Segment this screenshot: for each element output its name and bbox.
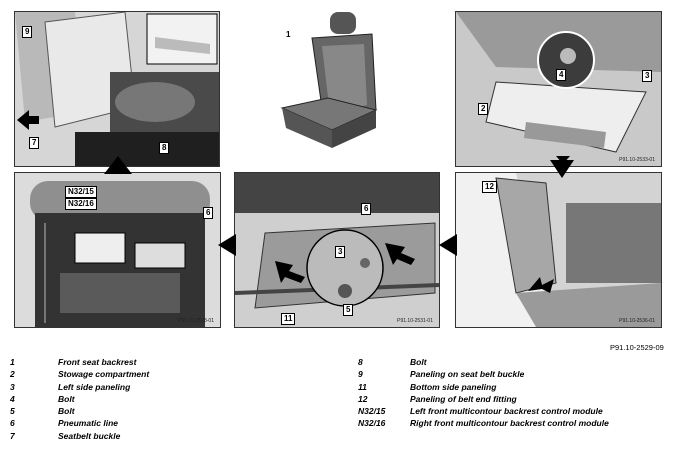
legend-text: Paneling on seat belt buckle	[410, 369, 525, 380]
belt-end-fitting-illustration	[456, 173, 661, 327]
legend-row: 4 Bolt	[10, 394, 149, 406]
photo-panel-seat: 1	[272, 10, 384, 162]
callout-8: 8	[159, 142, 170, 154]
callout-6: 6	[361, 203, 372, 215]
legend-row: 1 Front seat backrest	[10, 357, 149, 369]
legend-row: 5 Bolt	[10, 406, 149, 418]
front-seat-illustration	[280, 12, 378, 148]
photo-panel-side-paneling: 6 3 11 5 P91.10-2531-01	[234, 172, 440, 328]
figure-code: P91.10-2536-01	[619, 318, 655, 324]
seatbelt-buckle-illustration	[15, 12, 219, 166]
legend-text: Bolt	[58, 406, 75, 417]
callout-4: 4	[556, 69, 567, 81]
legend-text: Left side paneling	[58, 381, 131, 392]
arrow-left-icon	[218, 234, 236, 256]
callout-3: 3	[642, 70, 653, 82]
legend-row: N32/15 Left front multicontour backrest c…	[358, 406, 609, 418]
legend-key: 5	[10, 406, 15, 417]
callout-5: 5	[343, 304, 354, 316]
arrow-left-icon	[439, 234, 457, 256]
callout-n32-15: N32/15	[65, 186, 97, 198]
legend-key: 4	[10, 393, 15, 404]
backrest-control-modules-illustration	[15, 173, 220, 327]
callout-1: 1	[286, 30, 291, 39]
legend-text: Bolt	[58, 393, 75, 404]
callout-2: 2	[478, 103, 489, 115]
legend-text: Bolt	[410, 357, 427, 367]
legend-left: 1 Front seat backrest 2 Stowage compartmen…	[10, 357, 149, 443]
legend-key: 7	[10, 430, 15, 441]
callout-7: 7	[29, 137, 40, 149]
legend-text: Right front multicontour backrest contro…	[410, 418, 609, 429]
legend-key: 3	[10, 381, 15, 392]
legend-row: 11 Bottom side paneling	[358, 382, 609, 394]
figure-code: P91.10-2530-01	[177, 157, 213, 163]
legend-row: 3 Left side paneling	[10, 382, 149, 394]
legend-key: N32/15	[358, 406, 386, 417]
callout-3: 3	[335, 246, 346, 258]
callout-12: 12	[482, 181, 497, 193]
figure-code: P91.10-2533-01	[619, 157, 655, 163]
legend-row: N32/16 Right front multicontour backrest …	[358, 418, 609, 430]
legend-text: Seatbelt buckle	[58, 430, 121, 441]
callout-11: 11	[281, 313, 296, 325]
legend-key: 8	[358, 357, 363, 367]
legend-right: 8 Bolt 9 Paneling on seat belt buckle 11 Bo…	[358, 357, 609, 431]
callout-6: 6	[203, 207, 214, 219]
legend-row: 6 Pneumatic line	[10, 418, 149, 430]
photo-panel-seatbelt-buckle: 9 7 8 P91.10-2530-01	[14, 11, 220, 167]
legend-key: 2	[10, 369, 15, 380]
legend-row: 8 Bolt	[358, 357, 609, 369]
legend-key: 12	[358, 393, 368, 404]
document-id: P91.10-2529-09	[610, 343, 664, 352]
photo-panel-control-modules: N32/15 N32/16 6 P91.10-2528-01	[14, 172, 221, 328]
legend-key: 6	[10, 418, 15, 429]
legend-text: Front seat backrest	[58, 357, 137, 367]
figure-code: P91.10-2528-01	[178, 318, 214, 324]
legend-row: 2 Stowage compartment	[10, 369, 149, 381]
arrow-up-icon	[104, 156, 132, 174]
legend-text: Paneling of belt end fitting	[410, 393, 517, 404]
legend-key: 1	[10, 357, 15, 367]
photo-panel-belt-end-fitting: 12 P91.10-2536-01	[455, 172, 662, 328]
legend-text: Bottom side paneling	[410, 381, 497, 392]
callout-n32-16: N32/16	[65, 198, 97, 210]
legend-key: N32/16	[358, 418, 386, 429]
stowage-compartment-illustration	[456, 12, 661, 166]
arrow-down-icon	[550, 160, 574, 178]
legend-text: Left front multicontour backrest control…	[410, 406, 603, 417]
photo-panel-stowage: 4 2 3 P91.10-2533-01	[455, 11, 662, 167]
legend-text: Stowage compartment	[58, 369, 150, 380]
legend-text: Pneumatic line	[58, 418, 118, 429]
legend-row: 9 Paneling on seat belt buckle	[358, 369, 609, 381]
callout-9: 9	[22, 26, 33, 38]
legend-row: 7 Seatbelt buckle	[10, 431, 149, 443]
legend-key: 11	[358, 381, 367, 392]
legend-key: 9	[358, 369, 363, 380]
legend-row: 12 Paneling of belt end fitting	[358, 394, 609, 406]
figure-code: P91.10-2531-01	[397, 318, 433, 324]
